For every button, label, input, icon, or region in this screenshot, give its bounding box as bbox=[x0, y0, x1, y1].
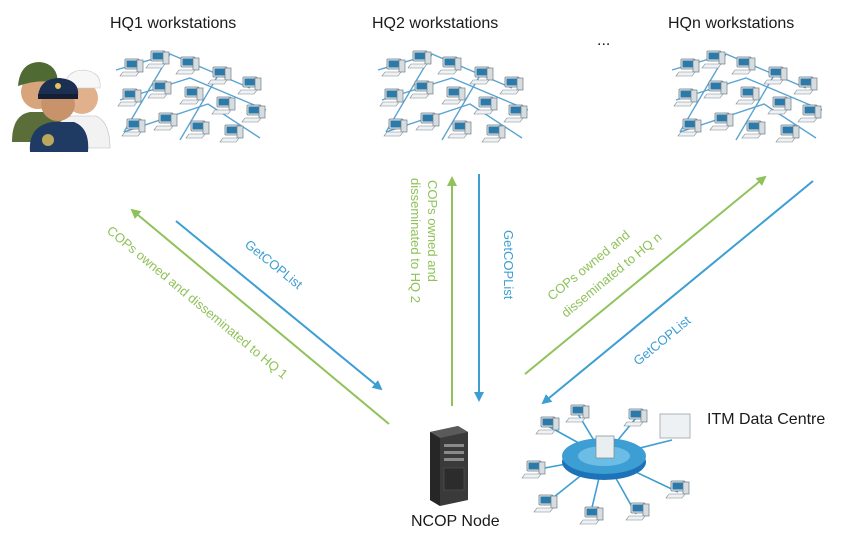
hqn-response-arrow bbox=[524, 175, 767, 375]
hqn-workstation-network-icon bbox=[666, 48, 826, 143]
military-personnel-icon bbox=[12, 62, 111, 152]
data-centre-hub-icon bbox=[515, 404, 698, 530]
server-tower-icon bbox=[430, 426, 468, 506]
hq2-response-label-line2: disseminated to HQ 2 bbox=[408, 178, 423, 303]
hq2-response-label-line1: COPs owned and bbox=[425, 180, 440, 282]
hq2-label: HQ2 workstations bbox=[372, 15, 498, 32]
hqn-request-arrow bbox=[541, 180, 814, 405]
hqn-request-label: GetCOPList bbox=[630, 312, 693, 368]
ellipsis-label: ... bbox=[597, 32, 610, 49]
ncop-node-label: NCOP Node bbox=[411, 513, 500, 530]
hq1-workstation-network-icon bbox=[110, 48, 270, 143]
itm-data-centre-label: ITM Data Centre bbox=[707, 411, 825, 428]
hq1-response-arrow bbox=[130, 208, 390, 425]
hq2-request-label: GetCOPList bbox=[501, 230, 516, 300]
hq1-request-arrow bbox=[175, 220, 383, 391]
hq2-workstation-network-icon bbox=[372, 48, 532, 143]
hq1-label: HQ1 workstations bbox=[110, 15, 236, 32]
hqn-label: HQn workstations bbox=[668, 15, 794, 32]
